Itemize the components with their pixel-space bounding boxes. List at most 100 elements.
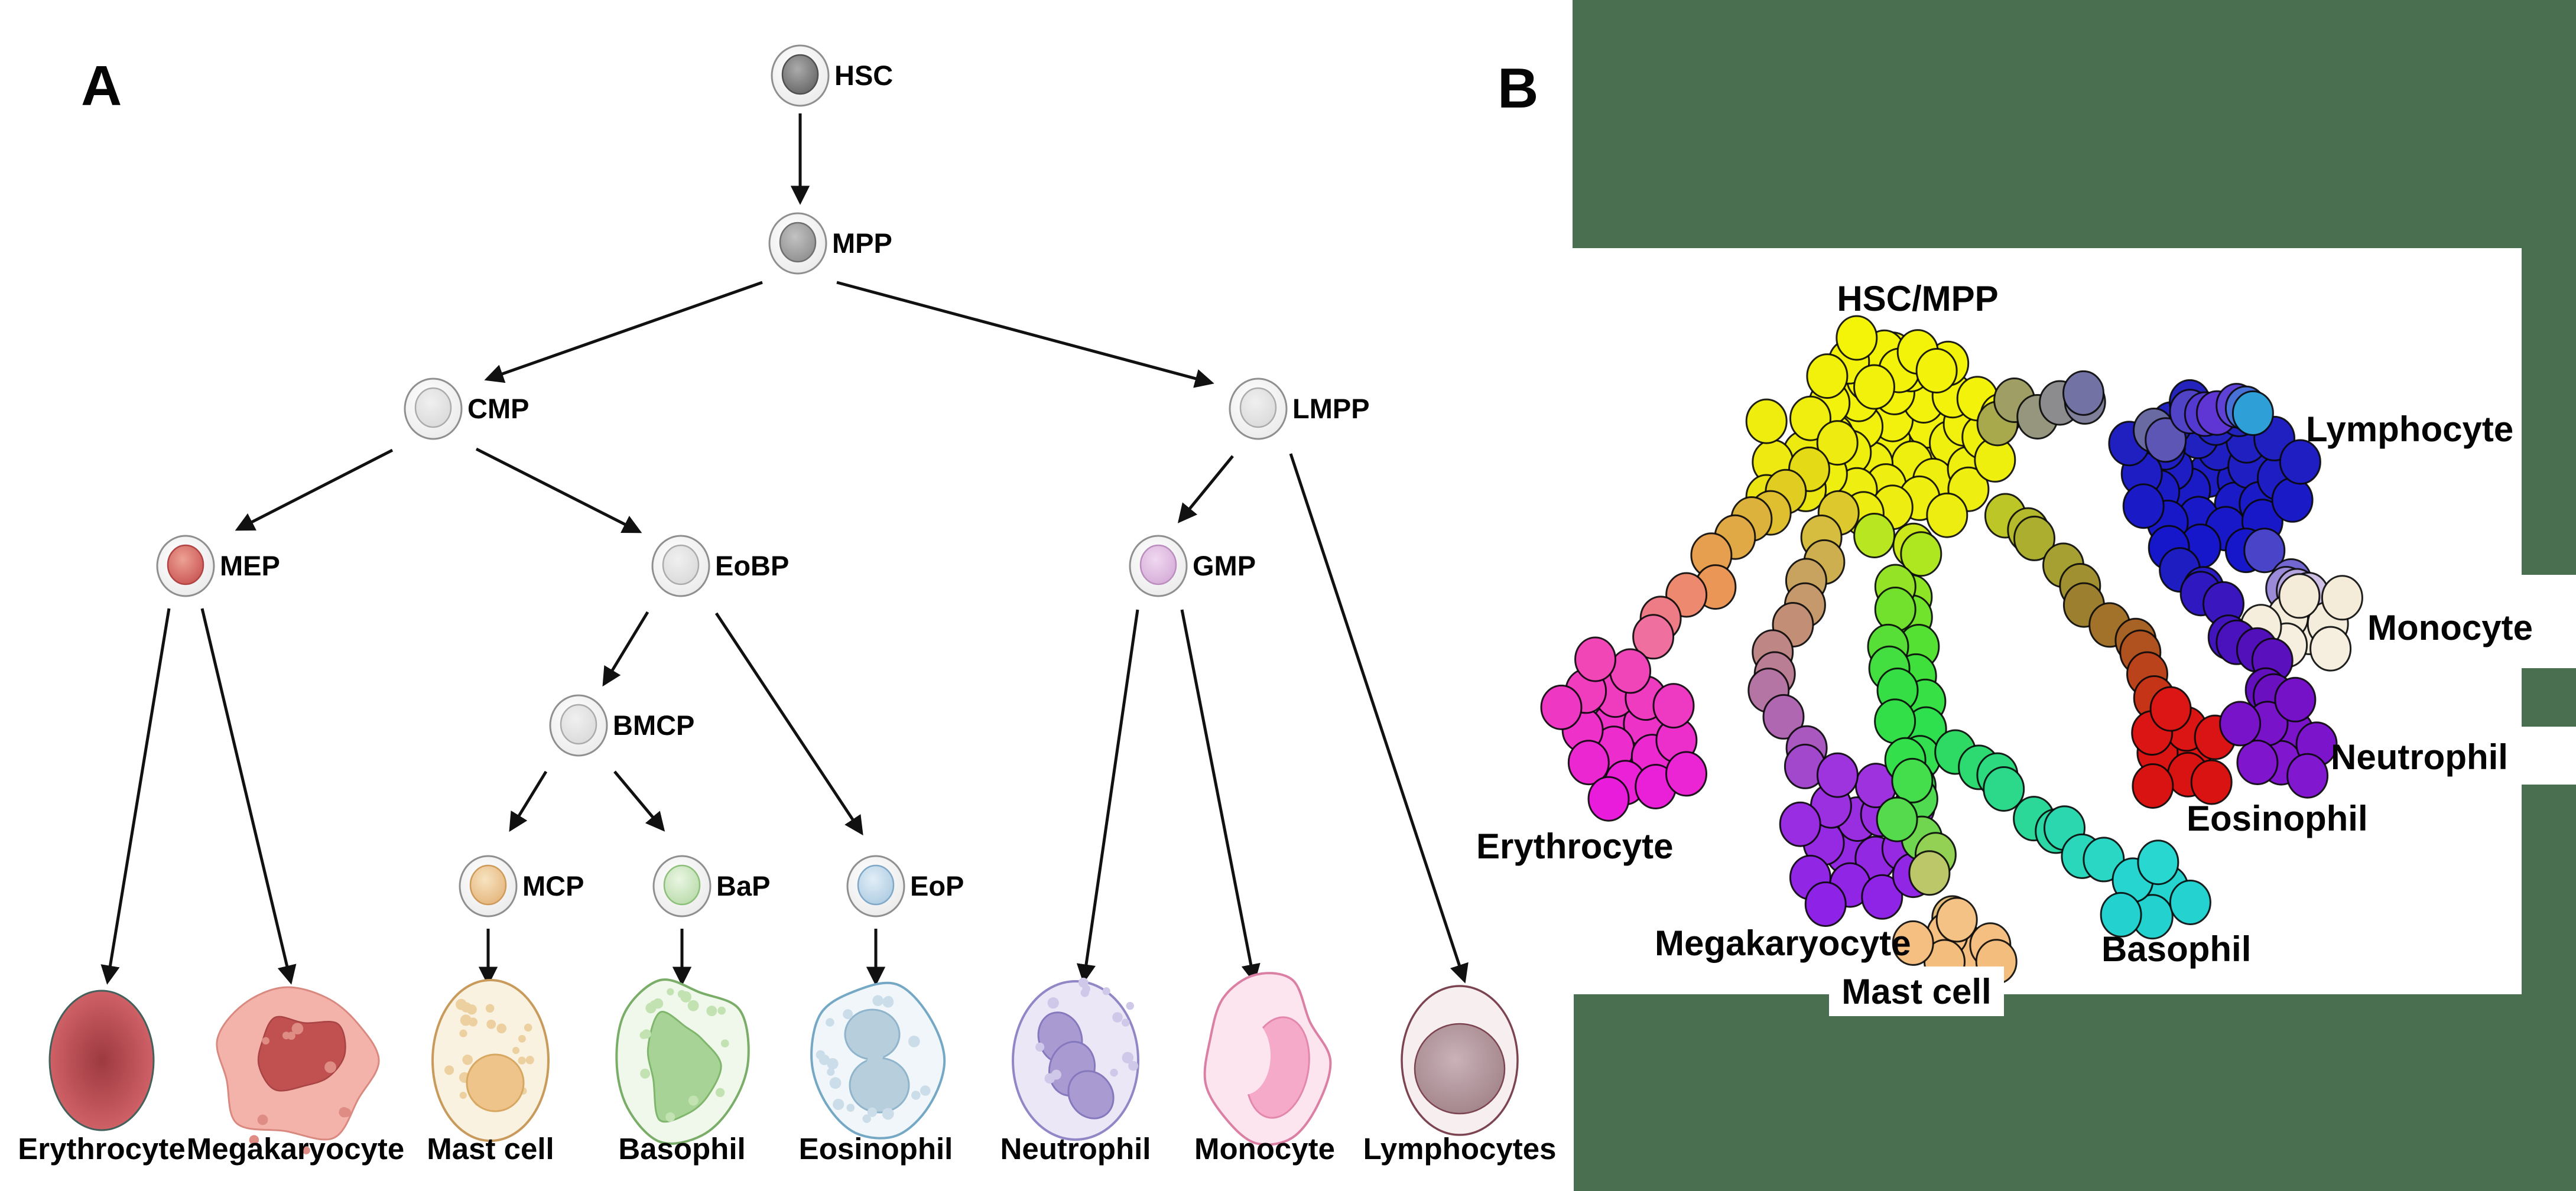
granule-dot	[882, 1108, 894, 1120]
map-cell-circle	[2278, 573, 2321, 619]
cell-nucleus	[1139, 544, 1177, 585]
cluster-neutrophil-cluster	[2219, 676, 2338, 799]
cluster-megakaryocyte-chain	[1747, 490, 1860, 789]
green-top-band	[1573, 0, 2576, 248]
granule-dot	[462, 1055, 473, 1065]
map-label-lymphocyte: Lymphocyte	[2306, 409, 2513, 449]
lineage-arrow	[484, 281, 763, 383]
granule-dot	[518, 1056, 526, 1065]
node-mpp: MPP	[768, 212, 892, 275]
node-label-hsc: HSC	[834, 60, 893, 91]
map-cell-circle	[2309, 626, 2352, 672]
granule-dot	[642, 1029, 651, 1039]
map-cell-circle	[2271, 477, 2314, 523]
map-label-basophil: Basophil	[2101, 929, 2251, 969]
map-label-monocyte: Monocyte	[2367, 608, 2533, 647]
granule-dot	[908, 1036, 920, 1047]
panel-a-letter: A	[81, 54, 122, 118]
map-cell-circle	[1567, 740, 1610, 786]
map-cell-circle	[1915, 348, 1958, 393]
granule-dot	[826, 1018, 834, 1027]
cell-nucleus	[414, 387, 452, 428]
map-cell-circle	[1789, 395, 1831, 441]
map-cell-circle	[2236, 740, 2279, 785]
basophil-nucleus	[647, 1011, 722, 1123]
node-label-lmpp: LMPP	[1292, 393, 1370, 424]
label-box-mast-cell	[1829, 967, 2004, 1016]
granule-dot	[339, 1107, 349, 1118]
terminal-cell-basophil	[615, 978, 750, 1145]
node-mep: MEP	[156, 535, 280, 597]
map-cell-circle	[2062, 370, 2104, 416]
cluster-hub-hsc-mpp	[1805, 331, 2022, 538]
map-label-erythrocyte: Erythrocyte	[1476, 826, 1673, 866]
granule-dot	[1051, 1069, 1061, 1080]
cell-nucleus	[1239, 387, 1277, 428]
node-lmpp: LMPP	[1229, 378, 1370, 440]
granule-dot	[1110, 1069, 1118, 1077]
granule-dot	[706, 1005, 717, 1017]
granule-dot	[862, 1114, 871, 1123]
map-cell-circle	[2286, 753, 2329, 799]
lineage-arrow	[1076, 609, 1139, 984]
map-cell-circle	[2321, 575, 2363, 621]
granule-dot	[524, 1023, 532, 1032]
map-cell-circle	[1900, 531, 1942, 577]
node-bmcp: BMCP	[549, 694, 694, 757]
cluster-basophil-cluster	[2100, 839, 2211, 940]
granule-dot	[827, 1068, 835, 1076]
terminal-label-basophil: Basophil	[618, 1132, 745, 1166]
granule-dot	[846, 1104, 855, 1112]
map-cell-circle	[1574, 636, 1616, 682]
granule-dot	[688, 1095, 699, 1106]
lineage-arrow	[475, 447, 642, 533]
map-cell-circle	[2132, 763, 2174, 809]
mast-nucleus	[466, 1053, 525, 1112]
granule-dot	[518, 1034, 526, 1043]
granule-dot	[1121, 1018, 1130, 1027]
cell-nucleus	[781, 54, 819, 95]
map-cell-circle	[1853, 513, 1896, 558]
granule-dot	[512, 1047, 520, 1055]
cluster-mastcell-chain-b	[1853, 513, 1934, 842]
granule-dot	[257, 1114, 268, 1125]
granule-dot	[677, 990, 686, 998]
erythrocyte-shape	[48, 990, 155, 1131]
panel-b-green-background	[1573, 0, 2576, 1191]
granule-dot	[282, 1031, 290, 1040]
granule-dot	[911, 1091, 921, 1100]
terminal-cell-mast-cell	[431, 979, 550, 1142]
cluster-erythrocyte-cluster	[1540, 636, 1707, 822]
map-cell-circle	[1836, 315, 1878, 361]
lineage-arrow	[602, 611, 649, 687]
granule-dot	[1047, 997, 1059, 1009]
map-cell-circle	[1806, 353, 1849, 399]
granule-dot	[525, 1056, 534, 1065]
panel-b-letter: B	[1497, 57, 1538, 120]
granule-dot	[1078, 977, 1089, 988]
granule-dot	[882, 996, 894, 1008]
map-cell-circle	[2013, 515, 2055, 561]
map-cell-circle	[2137, 839, 2179, 886]
node-bap: BaP	[652, 855, 770, 917]
granule-dot	[843, 1009, 853, 1020]
node-label-bmcp: BMCP	[613, 710, 694, 741]
map-cell-circle	[2243, 528, 2286, 574]
cluster-hub-crown	[1806, 315, 1958, 410]
node-label-mep: MEP	[220, 550, 280, 581]
node-label-eop: EoP	[910, 870, 964, 902]
terminal-label-lymphocytes: Lymphocytes	[1363, 1132, 1557, 1166]
green-bottom-band	[1574, 994, 2576, 1191]
cluster-erythrocyte-chain	[1632, 446, 1830, 660]
eosinophil-nucleus-bridge	[865, 1050, 884, 1072]
map-cell-circle	[1874, 587, 1916, 632]
granule-dot	[461, 1002, 472, 1013]
map-cell-circle	[1853, 364, 1895, 410]
map-cell-circle	[1861, 874, 1903, 920]
granule-dot	[1035, 1042, 1045, 1052]
map-cell-circle	[1874, 698, 1916, 744]
granule-dot	[1128, 1060, 1138, 1071]
granule-dot	[1126, 1001, 1134, 1010]
granule-dot	[827, 1057, 839, 1070]
